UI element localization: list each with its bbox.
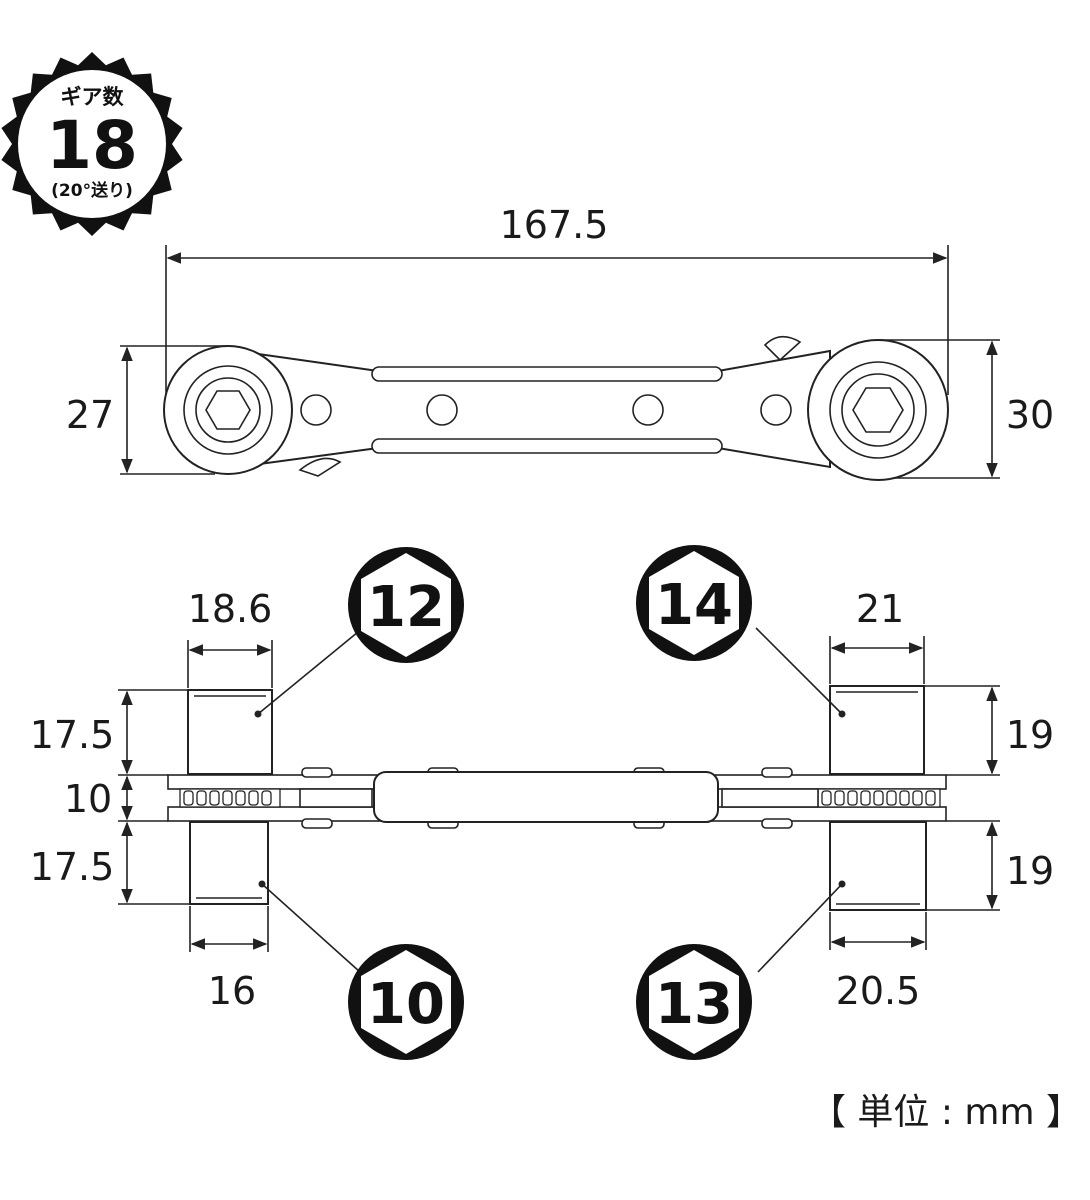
top-view bbox=[120, 245, 1000, 481]
socket-13-width-label: 20.5 bbox=[836, 969, 921, 1013]
gear-count-badge: ギア数 18 (20°送り) bbox=[1, 52, 183, 236]
socket-12-depth-label: 17.5 bbox=[30, 713, 115, 757]
hex-socket-right-icon bbox=[852, 387, 904, 433]
socket-13-depth-label: 19 bbox=[1006, 849, 1054, 893]
hex-socket-left-icon bbox=[205, 390, 251, 430]
socket-10-depth-label: 17.5 bbox=[30, 845, 115, 889]
size-12-text: 12 bbox=[367, 575, 445, 640]
size-10-text: 10 bbox=[367, 972, 445, 1037]
hex-12-icon bbox=[361, 553, 451, 657]
socket-10-width-label: 16 bbox=[208, 969, 256, 1013]
size-12-badge: 12 bbox=[348, 547, 464, 663]
socket-14-width-label: 21 bbox=[856, 587, 904, 631]
hex-14-icon bbox=[649, 551, 739, 655]
hex-13-icon bbox=[649, 950, 739, 1054]
size-14-text: 14 bbox=[655, 573, 733, 638]
left-head-height-label: 27 bbox=[66, 393, 114, 437]
hex-10-icon bbox=[361, 950, 451, 1054]
size-14-badge: 14 bbox=[636, 545, 752, 661]
gear-feed-angle: (20°送り) bbox=[51, 180, 133, 201]
right-head-height-label: 30 bbox=[1006, 393, 1054, 437]
side-view bbox=[118, 627, 1000, 973]
overall-length-label: 167.5 bbox=[500, 203, 609, 247]
socket-12-width-label: 18.6 bbox=[188, 587, 273, 631]
gear-count-label: ギア数 bbox=[61, 85, 125, 109]
body-thickness-label: 10 bbox=[64, 777, 112, 821]
unit-label: 【 単位 : mm 】 bbox=[810, 1092, 1082, 1133]
size-10-badge: 10 bbox=[348, 944, 464, 1060]
gear-count-number: 18 bbox=[46, 107, 138, 184]
socket-14-depth-label: 19 bbox=[1006, 713, 1054, 757]
size-13-badge: 13 bbox=[636, 944, 752, 1060]
size-13-text: 13 bbox=[655, 972, 733, 1037]
